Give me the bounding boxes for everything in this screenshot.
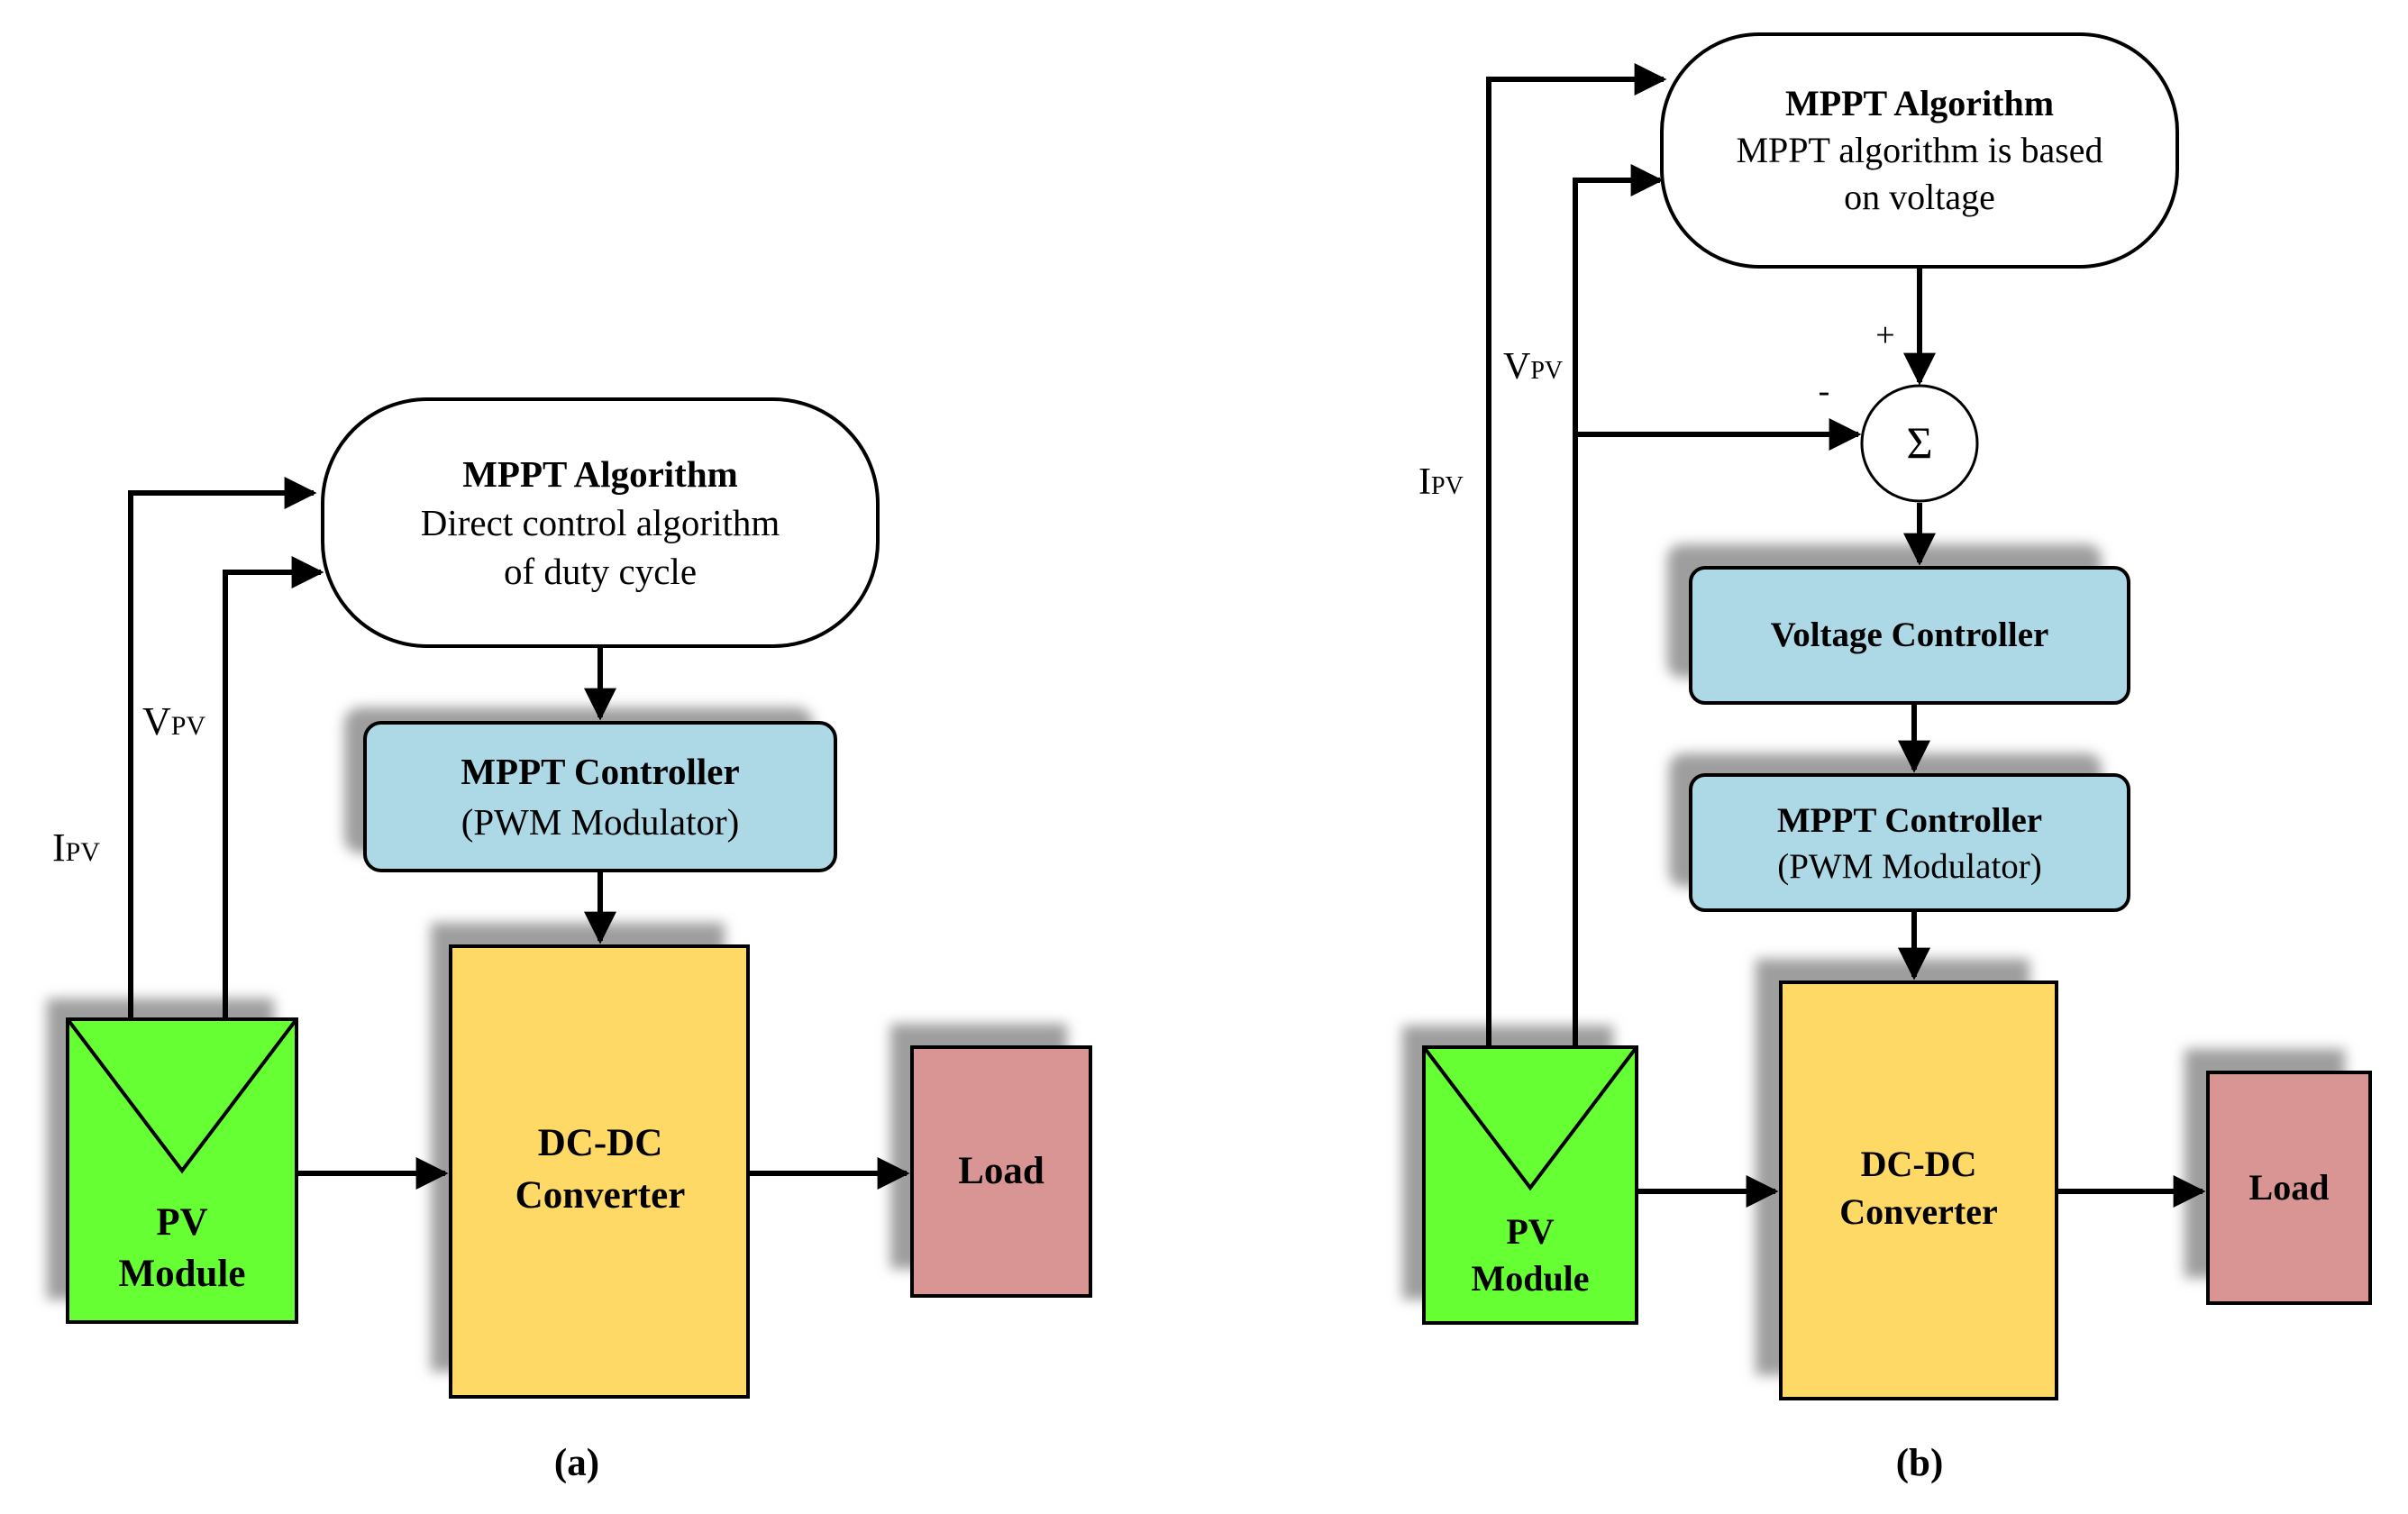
controller-block-a: MPPT Controller (PWM Modulator) xyxy=(344,707,837,872)
voltage-controller-box xyxy=(1689,566,2130,705)
load-block-a: Load xyxy=(890,1024,1092,1298)
controller-box-b xyxy=(1689,773,2130,912)
ipv-label-b: IPV xyxy=(1418,461,1464,503)
load-box-a xyxy=(910,1045,1092,1298)
controller-subtitle-b: (PWM Modulator) xyxy=(1777,847,2042,886)
connections-a xyxy=(128,477,910,1190)
controller-title-a: MPPT Controller xyxy=(461,751,739,792)
ipv-line-a xyxy=(128,477,317,1019)
converter-block-b: DC-DC Converter xyxy=(1756,959,2058,1400)
controller-subtitle-a: (PWM Modulator) xyxy=(461,801,740,843)
load-label-a: Load xyxy=(958,1150,1044,1192)
algorithm-box-a xyxy=(321,397,880,648)
algorithm-title-b: MPPT Algorithm xyxy=(1785,83,2054,123)
algorithm-block-a: MPPT Algorithm Direct control algorithm … xyxy=(321,397,880,648)
pv-line1-b: PV xyxy=(1506,1211,1554,1252)
pv-diode-icon-b xyxy=(1422,1045,1638,1191)
panel-b: MPPT Algorithm MPPT algorithm is based o… xyxy=(1402,32,2372,1484)
ipv-line-b xyxy=(1486,63,1667,1047)
plus-sign: + xyxy=(1875,316,1894,354)
controller-title-b: MPPT Controller xyxy=(1777,801,2042,840)
summing-junction: Σ + - xyxy=(1819,316,1979,503)
ipv-label-a: IPV xyxy=(52,825,100,870)
panel-a: MPPT Algorithm Direct control algorithm … xyxy=(47,397,1092,1484)
load-label-b: Load xyxy=(2249,1167,2330,1208)
converter-line1-b: DC-DC xyxy=(1861,1144,1977,1184)
converter-box-a xyxy=(449,944,750,1399)
controller-box-a xyxy=(363,721,837,872)
vpv-label-b: VPV xyxy=(1503,346,1563,388)
vpv-label-a: VPV xyxy=(142,699,205,743)
voltage-controller-block: Voltage Controller xyxy=(1667,544,2130,705)
pv-module-a: PV Module xyxy=(47,999,298,1324)
vpv-line-a xyxy=(223,556,324,1019)
algorithm-block-b: MPPT Algorithm MPPT algorithm is based o… xyxy=(1660,32,2179,269)
pv-line2-a: Module xyxy=(119,1253,246,1295)
converter-block-a: DC-DC Converter xyxy=(431,923,750,1399)
algorithm-line1-b: MPPT algorithm is based xyxy=(1736,130,2102,170)
converter-line2-a: Converter xyxy=(515,1174,686,1217)
pv-diode-icon-a xyxy=(66,1017,298,1174)
converter-line1-a: DC-DC xyxy=(538,1122,663,1164)
caption-a: (a) xyxy=(554,1442,599,1484)
algorithm-title-a: MPPT Algorithm xyxy=(462,453,738,495)
voltage-controller-label: Voltage Controller xyxy=(1771,616,2049,654)
pv-module-b: PV Module xyxy=(1402,1026,1638,1325)
minus-sign: - xyxy=(1819,372,1830,410)
algorithm-line1-a: Direct control algorithm xyxy=(421,502,780,543)
converter-box-b xyxy=(1779,980,2058,1400)
pv-line2-b: Module xyxy=(1471,1258,1589,1299)
load-box-b xyxy=(2206,1071,2372,1305)
vpv-line-b xyxy=(1573,164,1664,1047)
controller-block-b: MPPT Controller (PWM Modulator) xyxy=(1669,753,2130,912)
sigma-icon: Σ xyxy=(1906,417,1932,468)
converter-line2-b: Converter xyxy=(1839,1191,1997,1232)
algorithm-box-b xyxy=(1660,32,2179,269)
load-block-b: Load xyxy=(2185,1049,2372,1305)
caption-b: (b) xyxy=(1896,1442,1944,1484)
algorithm-line2-b: on voltage xyxy=(1844,177,1995,217)
algorithm-line2-a: of duty cycle xyxy=(504,551,697,592)
summing-circle xyxy=(1860,384,1979,503)
connections-b xyxy=(1486,63,2206,1208)
pv-line1-a: PV xyxy=(156,1201,207,1244)
